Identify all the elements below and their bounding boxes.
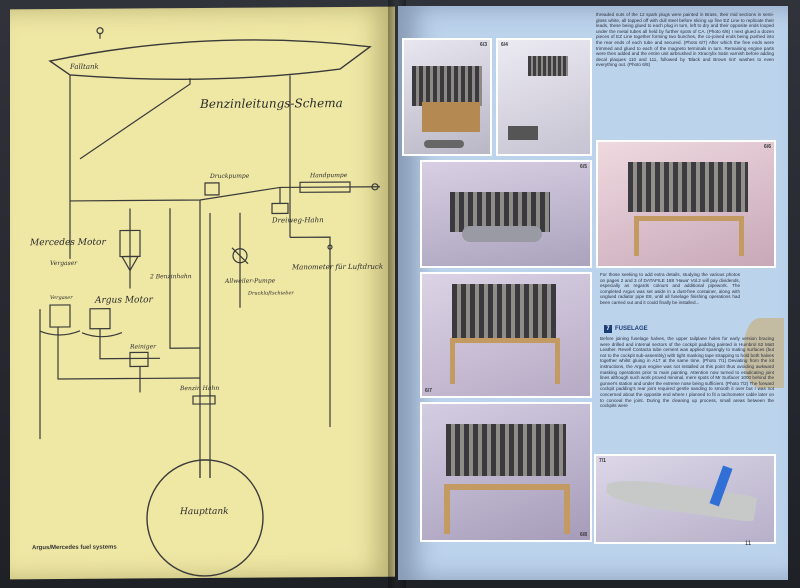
photo-number: 6/3 [480,42,487,48]
photo-engine-stand-6-6: 6/7 [420,272,592,398]
label-three-way-cock: Dreiweg-Hahn [271,216,324,224]
photo-engine-stand-right: 6/6 [596,140,776,268]
left-page-caption: Argus/Mercedes fuel systems [32,544,117,552]
left-page: Falltank Benzinleitungs-Schema Druckpump… [10,6,395,580]
label-manometer: Manometer für Luftdruck [291,263,383,272]
label-mercedes-motor: Mercedes Motor [29,238,106,249]
body-text-col-2: For those seeking to add extra details, … [600,272,740,305]
photo-fuselage-peek [744,318,784,388]
photo-fuselage-7-1: 7/1 [594,454,776,544]
label-cleaner: Reiniger [129,343,157,350]
photo-engine-stand-6-7: 6/8 [420,402,592,542]
photo-engine-top-left: 6/3 [402,38,492,156]
photo-engine-parts: 6/4 [496,38,592,156]
label-argus-motor: Argus Motor [94,295,154,305]
photo-number: 6/5 [580,164,587,170]
photo-number: 6/7 [425,388,432,394]
label-pressure-pump: Druckpumpe [209,173,250,180]
label-allweiler-pump: Allweiler-Pumpe [224,277,276,284]
label-petrol-cock-2: Benzin Hahn [179,385,219,392]
label-fuel-tank: Falltank [69,63,99,71]
section-title: FUSELAGE [615,326,648,332]
photo-engine-side: 6/5 [420,160,592,268]
label-petrol-cock: 2 Benzinhahn [149,273,192,280]
body-text-col-1: threaded nuts of the 12 spark plugs were… [596,12,774,68]
label-carburettor-1: Vergaser [50,260,78,267]
fuel-system-diagram: Falltank Benzinleitungs-Schema Druckpump… [29,27,383,577]
photo-number: 6/4 [501,42,508,48]
body-text-col-3: Before joining fuselage halves, the uppe… [600,336,774,409]
label-carburettor-2: Vergaser [50,295,73,301]
main-tank [146,459,264,577]
photo-number: 6/6 [764,144,771,150]
photo-number: 6/8 [580,532,587,538]
diagram-title: Benzinleitungs-Schema [199,96,343,111]
label-hand-pump: Handpumpe [309,172,348,179]
gravity-tank [48,39,372,80]
photo-number: 7/1 [599,458,606,464]
label-pressure-valve: Druckluftschieber [247,290,294,296]
section-heading: 7 FUSELAGE [604,325,648,333]
label-main-tank: Haupttank [179,507,229,517]
page-number: 11 [745,541,752,547]
section-number: 7 [604,325,612,333]
